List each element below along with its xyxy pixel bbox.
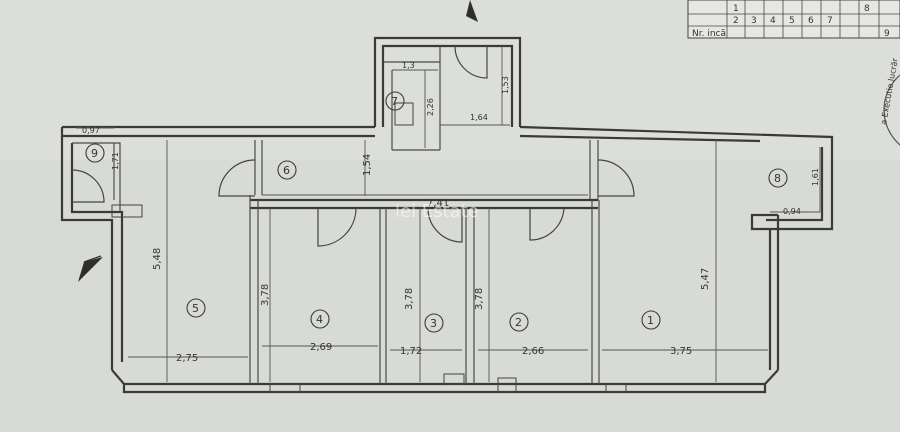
room-6-width: 7,41 (427, 198, 449, 209)
room-1-height: 5,47 (700, 268, 711, 290)
room-7-circle (385, 91, 405, 111)
table-number-7: 7 (827, 16, 833, 26)
dimension-lines (76, 46, 821, 382)
room-5-circle (186, 298, 206, 318)
room-4-height: 3,78 (260, 284, 271, 306)
room-5-width: 2,75 (176, 353, 198, 364)
table-header: Nr. incă (692, 29, 726, 39)
north-arrow-top (466, 0, 478, 22)
room-7-number: 7 (391, 95, 398, 108)
room-2-number: 2 (515, 316, 522, 329)
doors (71, 45, 635, 247)
room-9-number: 9 (91, 147, 98, 160)
room-labels: 1 2 3 4 5 6 7 8 9 (85, 91, 788, 333)
room-9-circle (85, 143, 105, 163)
room-3-number: 3 (430, 317, 437, 330)
watermark: lei Estate (395, 201, 479, 222)
room-9-height: 1,71 (111, 152, 120, 170)
north-arrow-left (78, 255, 103, 282)
dimension-labels: 3,75 5,47 2,66 3,78 1,72 3,78 2,69 3,78 … (82, 61, 820, 364)
table-number-6: 6 (808, 16, 814, 26)
room-table: Nr. incă 1 2 3 4 5 6 7 8 9 (687, 0, 900, 39)
room-8-height: 1,61 (811, 168, 820, 186)
interior-walls (111, 46, 627, 393)
table-number-8: 8 (864, 4, 870, 14)
room-2-height: 3,78 (474, 288, 485, 310)
room-1-width: 3,75 (670, 346, 692, 357)
room-4-width: 2,69 (310, 342, 332, 353)
room-2-circle (509, 312, 529, 332)
outer-walls (60, 36, 834, 394)
room-6-number: 6 (283, 164, 290, 177)
room-8-number: 8 (774, 172, 781, 185)
hall-height: 1,53 (501, 76, 510, 94)
table-number-1: 1 (733, 4, 739, 14)
room-8-circle (768, 168, 788, 188)
room-2-width: 2,66 (522, 346, 544, 357)
room-7-width: 1,3 (402, 61, 415, 70)
room-4-number: 4 (316, 313, 323, 326)
table-number-5: 5 (789, 16, 795, 26)
room-3-circle (424, 313, 444, 333)
room-4-circle (310, 309, 330, 329)
room-3-height: 3,78 (404, 288, 415, 310)
room-7-height: 2,26 (426, 98, 435, 116)
room-3-width: 1,72 (400, 346, 422, 357)
room-9-width: 0,97 (82, 126, 100, 135)
room-5-height: 5,48 (152, 248, 163, 270)
room-6-circle (277, 160, 297, 180)
table-number-4: 4 (770, 16, 776, 26)
table-number-9: 9 (884, 29, 890, 39)
room-8-width: 0,94 (783, 207, 801, 216)
table-number-2: 2 (733, 16, 739, 26)
room-1-number: 1 (647, 314, 654, 327)
table-number-3: 3 (751, 16, 757, 26)
room-6-height: 1,54 (362, 154, 373, 176)
hall-width: 1,64 (470, 113, 488, 122)
room-5-number: 5 (192, 302, 199, 315)
room-1-circle (641, 310, 661, 330)
